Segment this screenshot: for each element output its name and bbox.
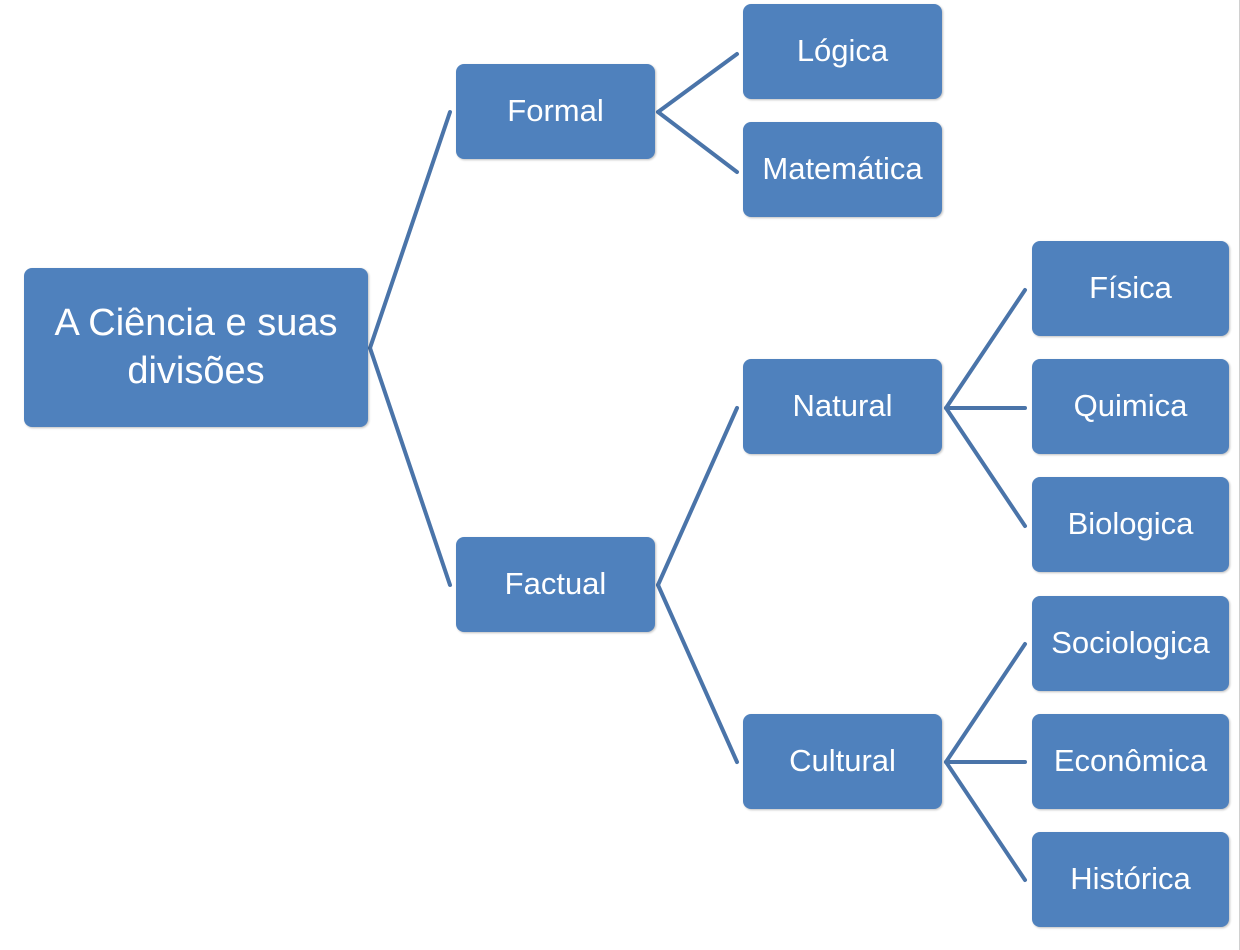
node-historica: Histórica (1032, 832, 1229, 927)
node-sociologica: Sociologica (1032, 596, 1229, 691)
node-factual-label: Factual (504, 566, 607, 602)
connector-cultural-historica (944, 760, 1027, 882)
node-economica: Econômica (1032, 714, 1229, 809)
node-factual: Factual (456, 537, 655, 632)
connector-formal-matematica (656, 110, 739, 174)
node-logica-label: Lógica (796, 33, 889, 69)
connector-natural-biologica (944, 406, 1027, 528)
connector-factual-cultural (656, 583, 739, 764)
node-quimica-label: Quimica (1073, 388, 1188, 424)
node-root-label: A Ciência e suas divisões (54, 302, 338, 392)
node-biologica: Biologica (1032, 477, 1229, 572)
connector-natural-fisica (944, 288, 1027, 410)
connector-formal-logica (656, 52, 739, 114)
node-historica-label: Histórica (1070, 861, 1191, 897)
connector-root-formal (368, 110, 452, 350)
node-matematica: Matemática (743, 122, 942, 217)
node-root: A Ciência e suas divisões (24, 268, 368, 427)
node-sociologica-label: Sociologica (1051, 625, 1210, 661)
node-formal-label: Formal (507, 93, 604, 129)
node-logica: Lógica (743, 4, 942, 99)
node-cultural-label: Cultural (789, 743, 896, 779)
node-quimica: Quimica (1032, 359, 1229, 454)
node-natural-label: Natural (792, 388, 893, 424)
node-matematica-label: Matemática (762, 151, 923, 187)
connector-factual-natural (656, 406, 739, 587)
node-formal: Formal (456, 64, 655, 159)
node-cultural: Cultural (743, 714, 942, 809)
node-fisica: Física (1032, 241, 1229, 336)
connector-root-factual (368, 346, 452, 587)
node-natural: Natural (743, 359, 942, 454)
node-biologica-label: Biologica (1067, 506, 1194, 542)
node-fisica-label: Física (1089, 270, 1172, 306)
connector-cultural-sociologica (944, 642, 1027, 764)
node-economica-label: Econômica (1053, 743, 1208, 779)
